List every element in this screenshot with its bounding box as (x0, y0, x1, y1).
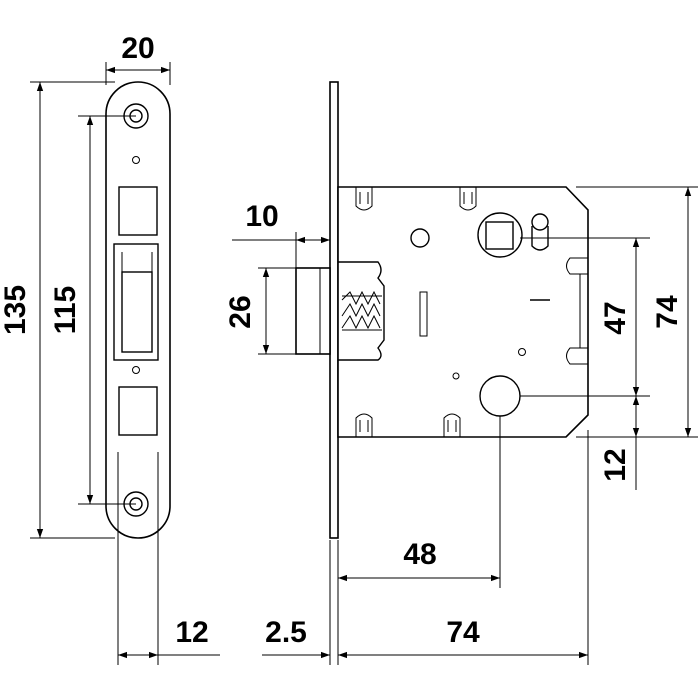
label-latch-projection: 10 (245, 200, 278, 233)
label-spindle-backset: 48 (403, 538, 436, 571)
faceplate-side (329, 81, 339, 539)
dim-backset-edge: 12 (117, 452, 220, 665)
label-body-height: 74 (651, 295, 684, 329)
label-spindle-offset: 47 (599, 301, 632, 334)
label-latch-height: 26 (224, 295, 257, 328)
deadbolt-opening (118, 186, 158, 236)
dim-hole-spacing: 115 (49, 115, 136, 505)
label-backset-edge: 12 (175, 616, 208, 649)
dim-latch-height: 26 (224, 267, 300, 355)
label-body-depth: 74 (446, 616, 480, 649)
latch-bolt (295, 267, 331, 355)
dim-plate-thickness: 2.5 (262, 540, 331, 665)
dim-body-depth: 74 (338, 430, 589, 665)
label-total-height: 135 (0, 285, 32, 335)
dim-spindle-offset: 47 (520, 237, 650, 397)
dim-total-height: 135 (0, 81, 115, 539)
lock-side-view (295, 81, 589, 539)
faceplate-front-view (105, 81, 171, 539)
label-plate-thickness: 2.5 (265, 616, 307, 649)
label-bottom-offset: 12 (599, 448, 632, 481)
dim-latch-projection: 10 (232, 200, 330, 270)
latch-opening (113, 243, 159, 361)
dim-bottom-offset: 12 (599, 396, 640, 490)
dim-spindle-backset: 48 (337, 416, 501, 665)
dim-faceplate-width: 20 (105, 32, 171, 85)
label-hole-spacing: 115 (49, 286, 82, 334)
spindle-follower (477, 212, 523, 258)
lock-case (337, 186, 589, 438)
dim-body-height: 74 (576, 186, 698, 438)
label-faceplate-width: 20 (121, 32, 154, 65)
